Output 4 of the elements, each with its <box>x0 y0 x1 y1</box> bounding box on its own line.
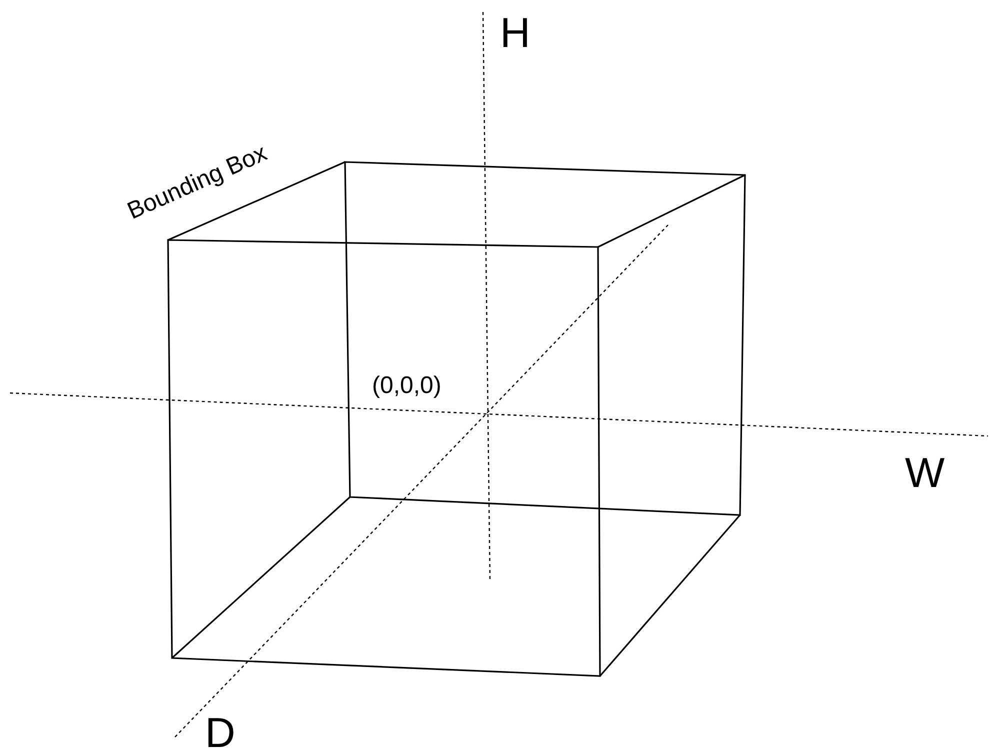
axis-label: D <box>205 712 236 754</box>
origin-label: (0,0,0) <box>372 374 442 398</box>
axis-label: W <box>905 452 945 494</box>
axis-label: H <box>500 12 530 54</box>
